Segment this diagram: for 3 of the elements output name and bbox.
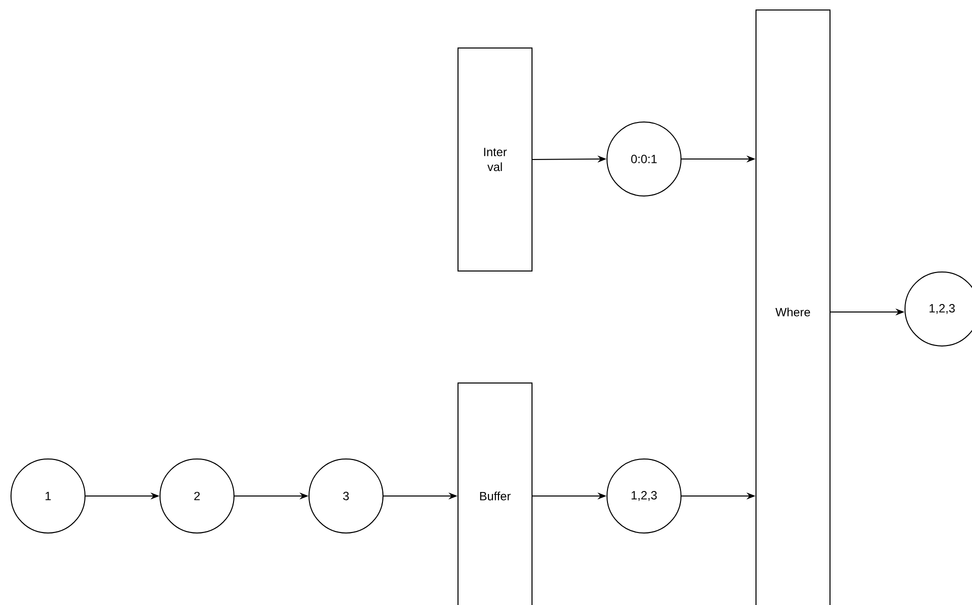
process-box: Inter val: [458, 48, 532, 272]
process-box: Where: [756, 10, 830, 605]
process-box: Buffer: [458, 382, 532, 605]
